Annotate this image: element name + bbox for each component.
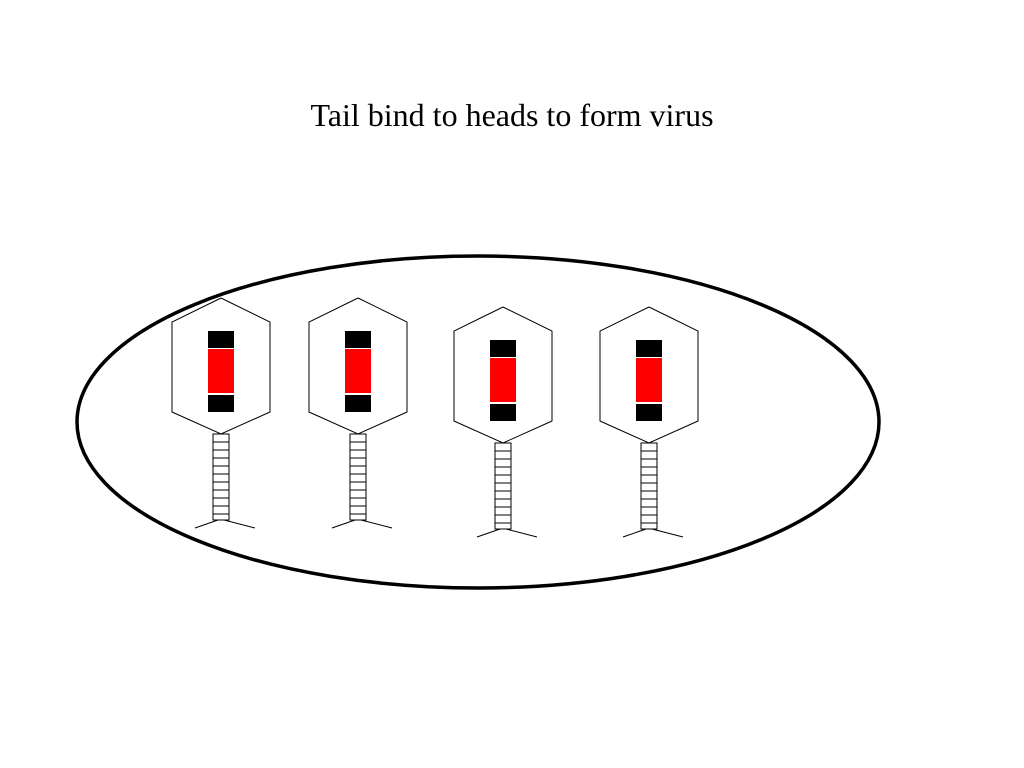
tail-fiber-right xyxy=(651,528,684,538)
dna-segment-top xyxy=(490,340,516,357)
dna-segment-middle xyxy=(345,349,371,393)
dna-segment-bottom xyxy=(490,404,516,421)
tail-fiber-right xyxy=(505,528,538,538)
virus-tail xyxy=(212,433,230,521)
tail-fiber-left xyxy=(194,519,219,529)
virus-2 xyxy=(308,297,408,529)
tail-fiber-right xyxy=(223,519,256,529)
dna-segment-top xyxy=(345,331,371,348)
virus-4 xyxy=(599,306,699,538)
dna-segment-bottom xyxy=(345,395,371,412)
tail-fiber-left xyxy=(476,528,501,538)
dna-segment-middle xyxy=(490,358,516,402)
dna-segment-top xyxy=(636,340,662,357)
tail-fiber-left xyxy=(622,528,647,538)
virus-tail xyxy=(349,433,367,521)
dna-segment-bottom xyxy=(208,395,234,412)
dna-segment-top xyxy=(208,331,234,348)
slide-title: Tail bind to heads to form virus xyxy=(310,97,714,133)
cell-membrane xyxy=(75,254,881,590)
virus-group xyxy=(171,297,699,538)
dna-segment-middle xyxy=(208,349,234,393)
virus-tail xyxy=(494,442,512,530)
tail-fiber-left xyxy=(331,519,356,529)
virus-1 xyxy=(171,297,271,529)
virus-3 xyxy=(453,306,553,538)
dna-segment-middle xyxy=(636,358,662,402)
tail-fiber-right xyxy=(360,519,393,529)
dna-segment-bottom xyxy=(636,404,662,421)
virus-tail xyxy=(640,442,658,530)
